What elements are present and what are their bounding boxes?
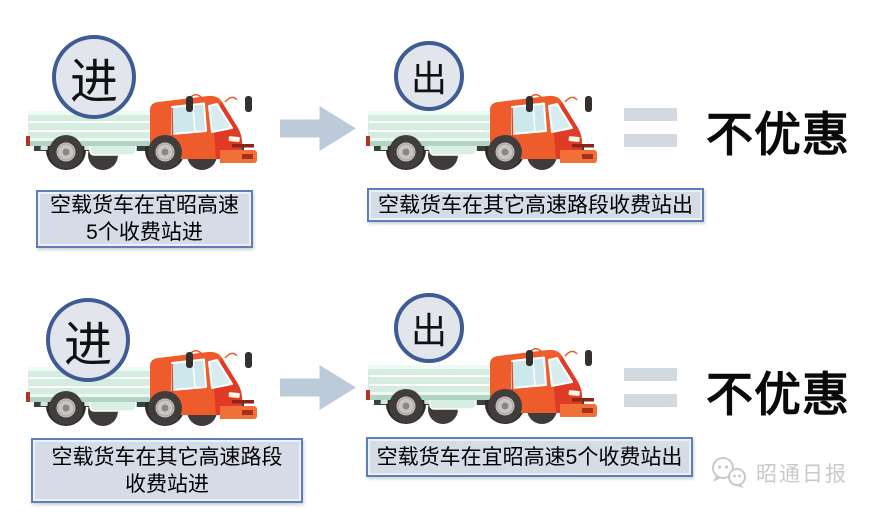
- exit-badge: 出: [394, 41, 464, 111]
- entry-badge: 进: [46, 298, 130, 382]
- exit-badge: 出: [394, 293, 464, 363]
- equals-icon: [624, 368, 677, 407]
- entry-badge-label: 进: [63, 319, 112, 372]
- exit-badge-label: 出: [410, 59, 447, 99]
- watermark: 昭通日报: [710, 456, 848, 490]
- entry-caption-line2: 收费站进: [125, 472, 209, 496]
- exit-caption-text: 空载货车在宜昭高速5个收费站出: [376, 445, 683, 469]
- wechat-icon: [712, 457, 746, 488]
- scenario-row-2: 进: [0, 258, 875, 518]
- exit-caption-box: 空载货车在其它高速路段收费站出: [367, 188, 704, 222]
- entry-caption-box: 空载货车在宜昭高速 5个收费站进: [36, 190, 253, 248]
- exit-caption-text: 空载货车在其它高速路段收费站出: [378, 193, 693, 217]
- equals-icon: [624, 108, 677, 147]
- arrow-right-icon: [280, 106, 356, 151]
- equals-bar: [624, 394, 677, 407]
- truck-icon: [26, 340, 258, 433]
- watermark-text: 昭通日报: [756, 463, 848, 486]
- entry-caption-line2: 5个收费站进: [86, 221, 203, 244]
- truck-icon: [366, 338, 598, 431]
- entry-badge: 进: [52, 35, 136, 119]
- truck-icon: [366, 84, 598, 177]
- entry-caption-line1: 空载货车在其它高速路段: [51, 445, 283, 469]
- equals-bar: [624, 134, 677, 147]
- entry-badge-label: 进: [69, 56, 118, 109]
- result-text: 不优惠: [706, 108, 850, 161]
- exit-caption-box: 空载货车在宜昭高速5个收费站出: [366, 437, 693, 477]
- result-text: 不优惠: [706, 368, 850, 421]
- equals-bar: [624, 368, 677, 381]
- exit-badge-label: 出: [410, 311, 447, 351]
- equals-bar: [624, 108, 677, 121]
- entry-caption-box: 空载货车在其它高速路段 收费站进: [31, 438, 303, 503]
- arrow-right-icon: [280, 365, 356, 410]
- entry-caption-line1: 空载货车在宜昭高速: [50, 194, 239, 217]
- scenario-row-1: 进: [26, 35, 850, 248]
